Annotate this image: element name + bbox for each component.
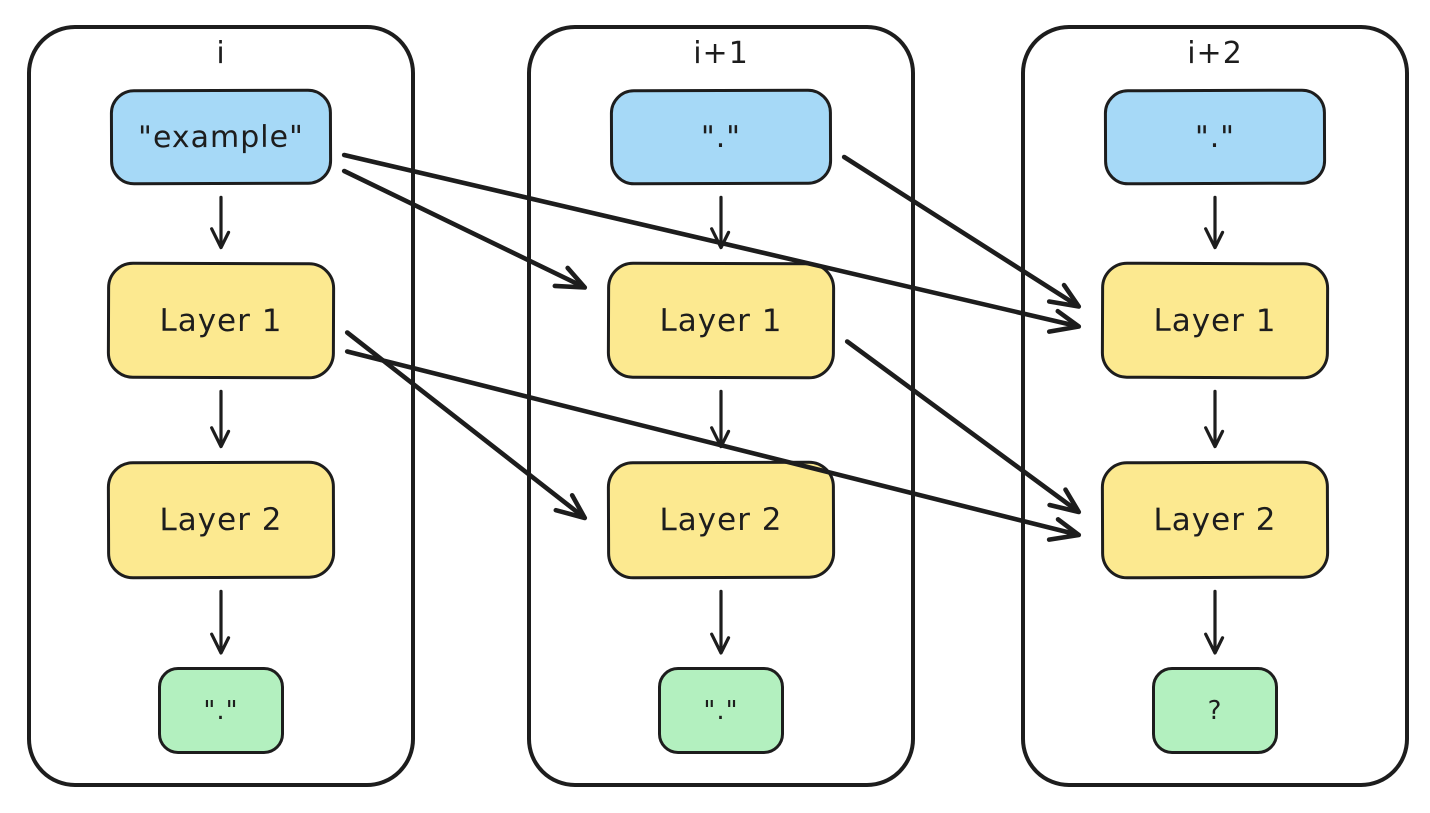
layer-1-box-i: Layer 1 (106, 261, 336, 380)
input-token-box-i1: "." (609, 88, 833, 186)
input-token-box-i2: "." (1103, 88, 1327, 186)
input-token-text-i2: "." (1194, 119, 1236, 155)
layer-2-box-i1: Layer 2 (606, 460, 836, 580)
layer-2-label-i2: Layer 2 (1153, 501, 1277, 539)
layer-2-label-i: Layer 2 (159, 501, 283, 539)
timestep-label-i1: i+1 (693, 36, 749, 71)
layer-1-box-i1: Layer 1 (606, 261, 836, 380)
layer-1-label-i: Layer 1 (159, 302, 283, 339)
layer-1-label-i2: Layer 1 (1153, 302, 1277, 339)
output-token-text-i2: ? (1207, 695, 1223, 726)
output-token-box-i2: ? (1152, 667, 1278, 754)
output-token-text-i: "." (203, 695, 239, 726)
input-token-box-i: "example" (109, 88, 333, 186)
timestep-panel-i1: i+1 "." Layer 1 Layer 2 "." (527, 25, 915, 787)
output-token-box-i1: "." (658, 667, 784, 754)
layer-1-label-i1: Layer 1 (659, 302, 783, 339)
timestep-panel-i2: i+2 "." Layer 1 Layer 2 ? (1021, 25, 1409, 787)
timestep-label-i: i (216, 36, 226, 71)
input-token-text-i1: "." (700, 119, 742, 155)
layer-2-label-i1: Layer 2 (659, 501, 783, 539)
input-token-text-i: "example" (138, 119, 304, 155)
output-token-box-i: "." (158, 667, 284, 754)
layer-2-box-i2: Layer 2 (1100, 460, 1330, 580)
layer-1-box-i2: Layer 1 (1100, 261, 1330, 380)
layer-2-box-i: Layer 2 (106, 460, 336, 580)
timestep-panel-i: i "example" Layer 1 Layer 2 "." (27, 25, 415, 787)
output-token-text-i1: "." (703, 695, 739, 726)
timestep-label-i2: i+2 (1187, 36, 1243, 71)
